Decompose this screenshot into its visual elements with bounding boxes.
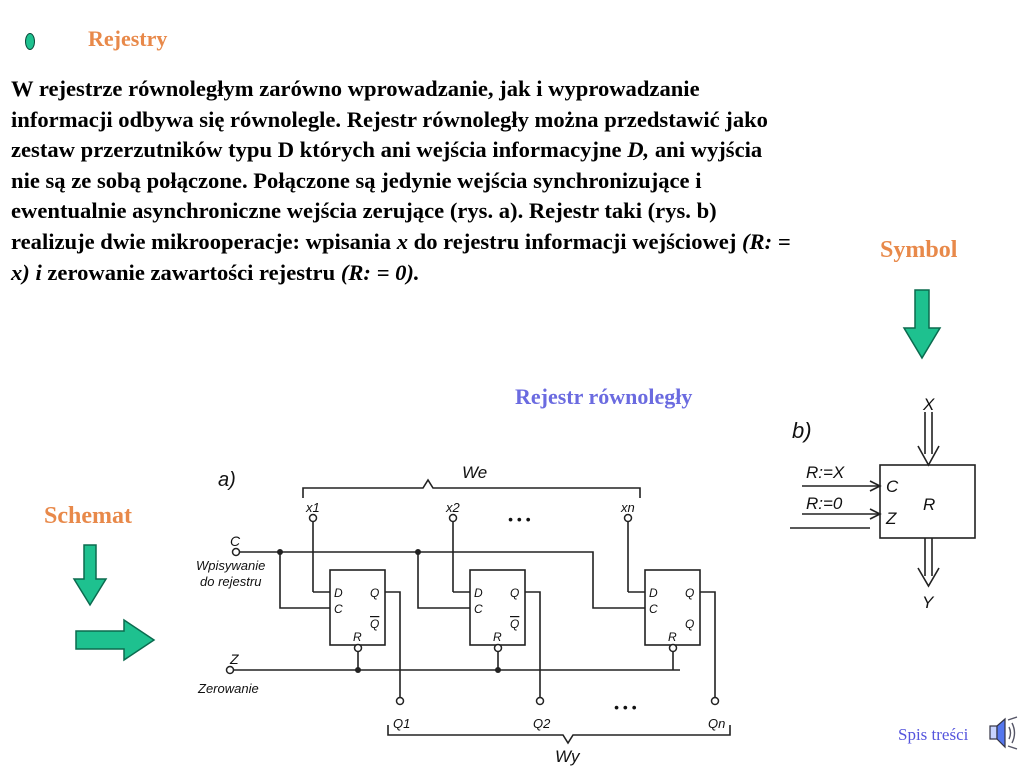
ff-pin-r: R — [493, 630, 502, 644]
input-xn-label: xn — [620, 500, 635, 515]
register-block — [879, 464, 976, 539]
ff-pin-d: D — [474, 586, 483, 600]
clock-label: C — [230, 533, 241, 549]
pin-z-label: Z — [885, 509, 897, 528]
input-x2-label: x2 — [445, 500, 461, 515]
register-schematic-diagram: a) We Wy x1 x2 xn • • • C Wpisywanie do … — [196, 463, 731, 766]
arrow-right-icon — [75, 618, 156, 662]
diagram-a-label: a) — [218, 469, 236, 491]
arrow-down-icon — [72, 544, 108, 607]
op-reset-label: R:=0 — [806, 494, 843, 513]
body-paragraph: W rejestrze równoległym zarówno wprowadz… — [11, 76, 791, 285]
ff-pin-d: D — [334, 586, 343, 600]
bus-out-label: Wy — [555, 747, 581, 766]
output-qn-label: Qn — [708, 716, 725, 731]
ff-pin-qbar: Q — [370, 617, 379, 631]
ff-pin-c: C — [474, 602, 483, 616]
input-x1-label: x1 — [305, 500, 320, 515]
table-of-contents-link[interactable]: Spis treści — [898, 725, 969, 744]
register-symbol-diagram: b) X Y R:=X R:=0 C Z R — [790, 395, 976, 612]
symbol-label: Symbol — [880, 237, 958, 263]
schemat-label: Schemat — [44, 503, 132, 529]
ff-pin-q: Q — [685, 586, 694, 600]
bus-in-label: We — [462, 463, 487, 482]
pin-c-label: C — [886, 477, 899, 496]
output-q2-label: Q2 — [533, 716, 551, 731]
outputs-ellipsis: • • • — [614, 699, 637, 715]
ff-pin-d: D — [649, 586, 658, 600]
ff-pin-r: R — [353, 630, 362, 644]
ff-pin-r: R — [668, 630, 677, 644]
ff-pin-qbar: Q — [510, 617, 519, 631]
op-load-label: R:=X — [806, 463, 845, 482]
write-label-line2: do rejestru — [200, 574, 261, 589]
reset-z-label: Z — [229, 651, 239, 667]
input-x-label: X — [922, 395, 935, 414]
ff-pin-q-second: Q — [685, 617, 694, 631]
slide-title: Rejestry — [88, 26, 168, 51]
reset-label: Zerowanie — [197, 681, 259, 696]
ff-pin-c: C — [334, 602, 343, 616]
arrow-down-icon — [902, 289, 942, 360]
speaker-icon[interactable] — [986, 715, 1020, 751]
diagram-caption: Rejestr równoległy — [515, 384, 693, 409]
ff-pin-q: Q — [370, 586, 379, 600]
bullet-icon — [25, 33, 35, 50]
inputs-ellipsis: • • • — [508, 511, 531, 527]
output-y-label: Y — [922, 593, 935, 612]
diagram-b-label: b) — [792, 418, 812, 443]
write-label-line1: Wpisywanie — [196, 558, 265, 573]
ff-pin-c: C — [649, 602, 658, 616]
ff-pin-q: Q — [510, 586, 519, 600]
output-q1-label: Q1 — [393, 716, 410, 731]
block-r-label: R — [923, 495, 935, 514]
